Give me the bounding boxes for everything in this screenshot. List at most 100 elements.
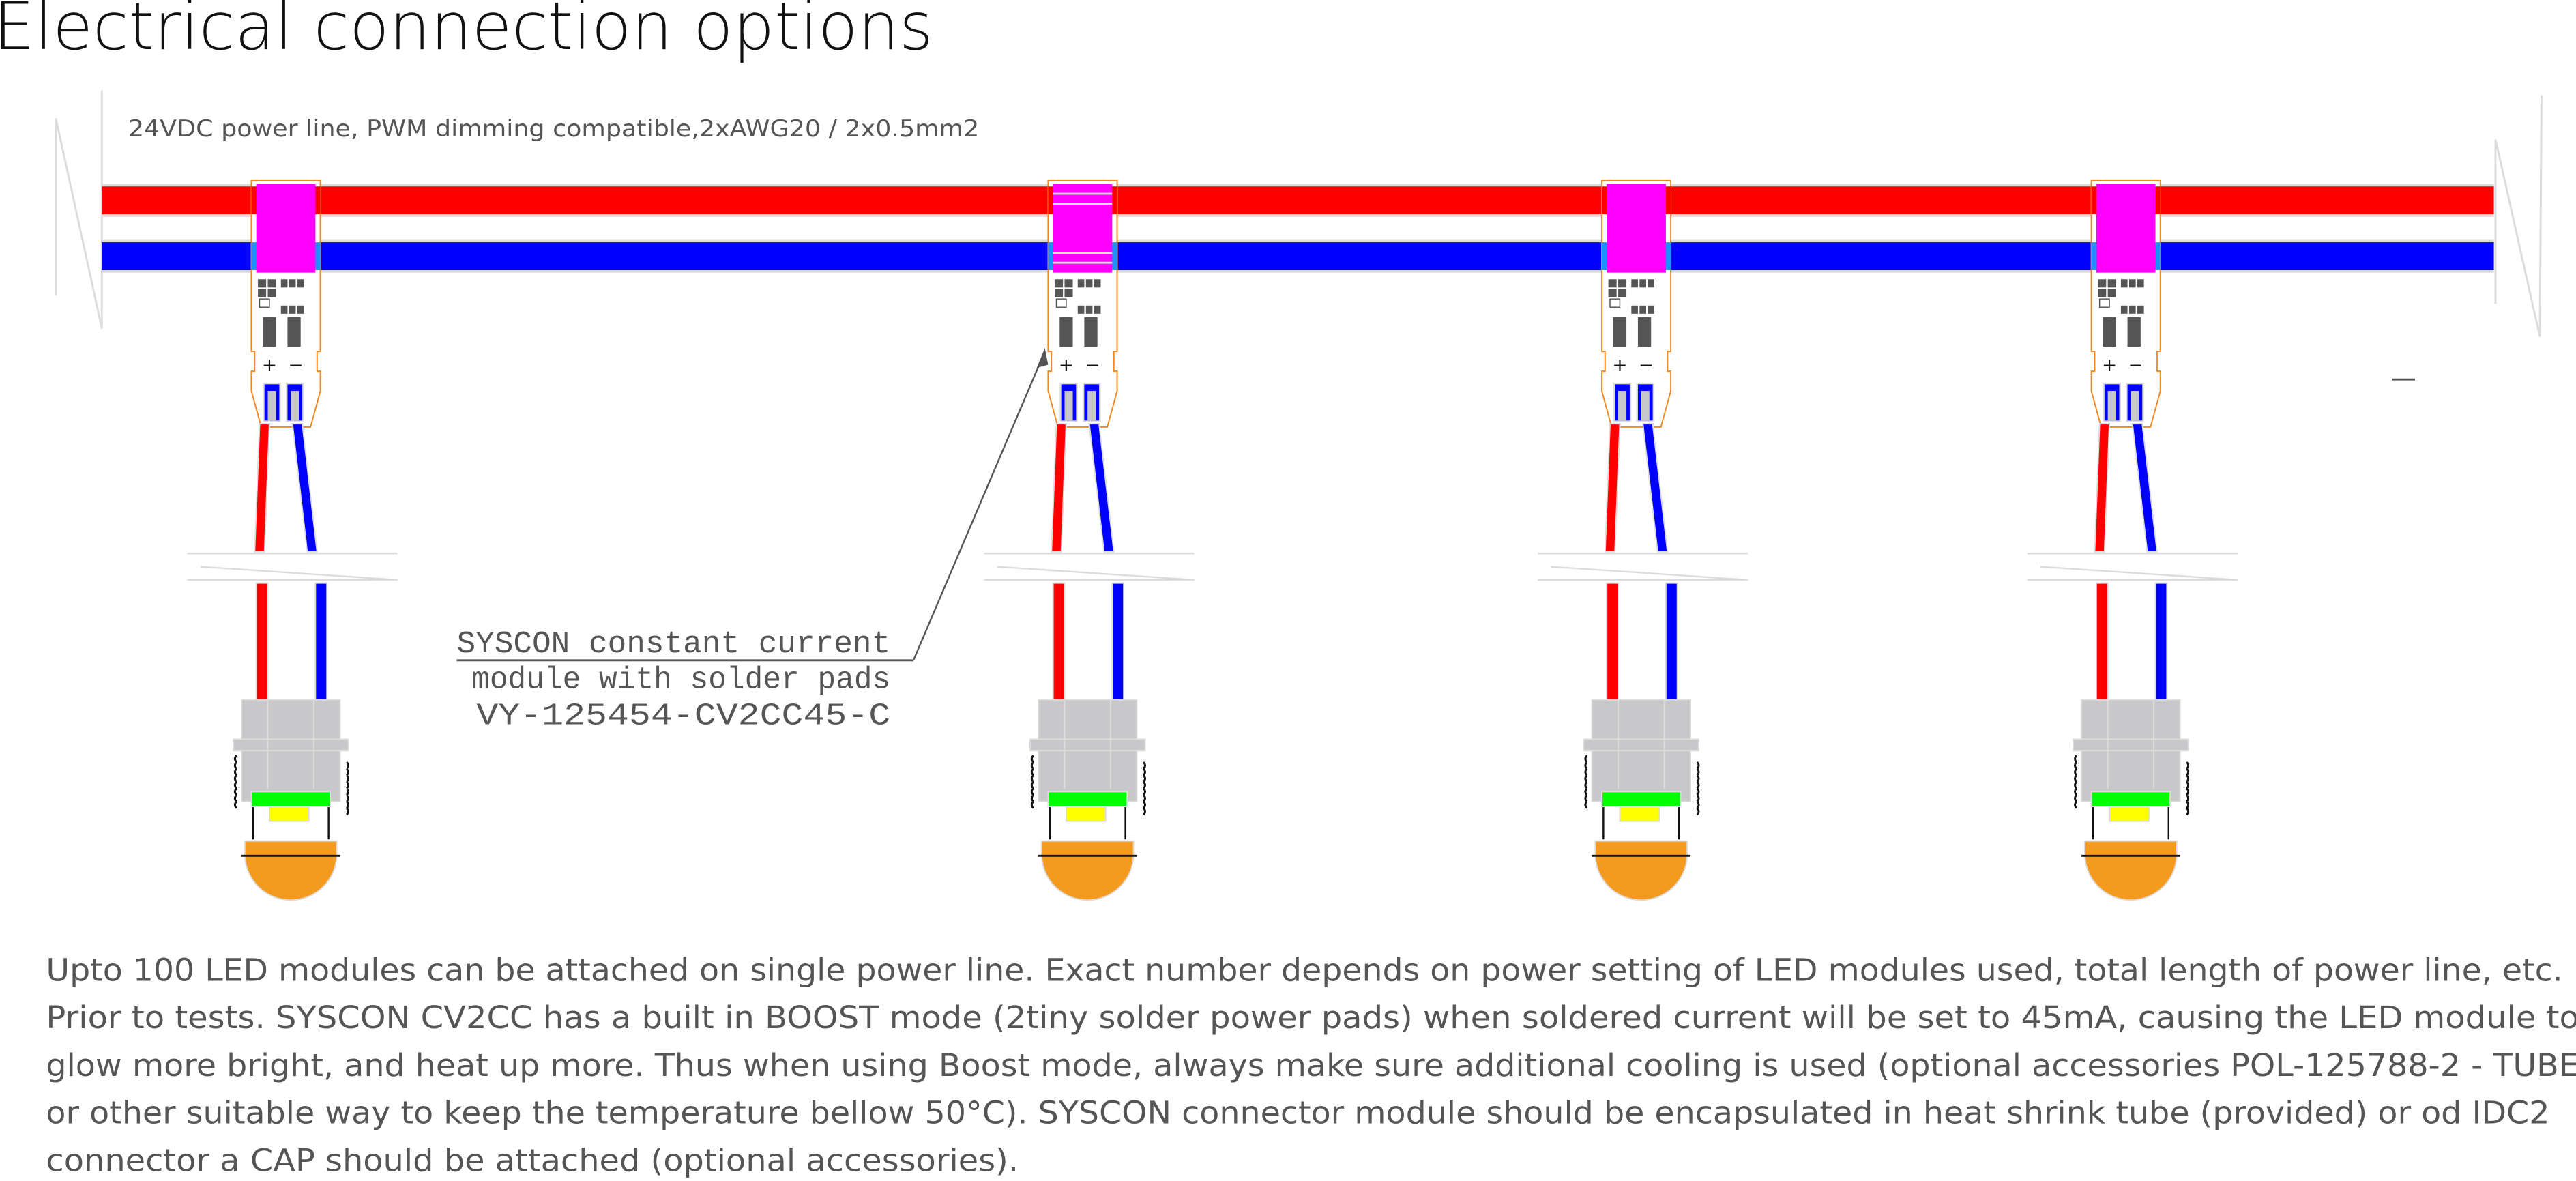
smd-component [2107, 279, 2116, 288]
description-paragraph: Upto 100 LED modules can be attached on … [46, 952, 2576, 1178]
smd-component [1637, 317, 1652, 347]
page-title: Electrical connection options [0, 0, 933, 65]
thread-icon [1696, 761, 1700, 816]
smd-component [280, 279, 288, 288]
smd-component [2127, 317, 2141, 347]
solder-tab-core [2131, 390, 2139, 421]
smd-component [280, 305, 288, 314]
lower-positive-wire [2095, 582, 2109, 705]
smd-component [1055, 298, 1067, 308]
smd-component [2103, 317, 2116, 347]
callout-arrowhead-icon [1036, 348, 1049, 368]
drop-negative-wire [1642, 423, 1669, 553]
led-dome [2083, 840, 2178, 901]
led-board [1047, 791, 1128, 808]
lower-negative-wire [314, 582, 328, 705]
smd-component [1648, 305, 1655, 314]
smd-component [1608, 289, 1617, 297]
smd-component [1085, 305, 1093, 314]
smd-component [1639, 305, 1646, 314]
smd-component [2107, 289, 2116, 297]
wire-break-icon [1551, 566, 1748, 581]
lower-negative-wire [1111, 582, 1125, 705]
smd-component [297, 305, 304, 314]
smd-component [2128, 279, 2136, 288]
callout-leader-line [912, 351, 1046, 661]
smd-component [2098, 279, 2107, 288]
minus-pad-label: − [288, 355, 303, 376]
smd-component [1631, 305, 1638, 314]
wire-break-left-icon [55, 90, 103, 329]
smd-component [1077, 279, 1085, 288]
smd-component [267, 279, 276, 288]
wire-break-icon [200, 566, 398, 581]
led-chip [1619, 806, 1660, 822]
smd-component [1055, 289, 1064, 297]
smd-component [263, 317, 276, 347]
led-housing-flange [2073, 738, 2189, 752]
drop-positive-wire [254, 423, 270, 553]
led-housing-flange [1029, 738, 1146, 752]
smd-component [258, 289, 267, 297]
solder-tab-core [2107, 390, 2116, 421]
smd-component [1055, 279, 1064, 288]
solder-tab-core [291, 390, 299, 421]
smd-component [1085, 279, 1093, 288]
led-board [2090, 791, 2171, 808]
smd-component [1084, 317, 1098, 347]
smd-component [2098, 298, 2110, 308]
drop-negative-wire [2131, 423, 2158, 553]
plus-pad-label: + [262, 355, 277, 376]
drop-positive-wire [2094, 423, 2111, 553]
led-board [250, 791, 332, 808]
lower-negative-wire [2154, 582, 2168, 705]
led-module: +− [984, 179, 1195, 901]
thread-icon [2074, 755, 2077, 809]
thread-icon [1143, 761, 1146, 816]
solder-tab-core [1618, 390, 1627, 421]
smd-component [1064, 279, 1073, 288]
led-module: +− [1538, 179, 1748, 901]
smd-component [1059, 317, 1073, 347]
smd-component [289, 279, 296, 288]
wire-break-icon [2040, 566, 2238, 581]
thread-icon [346, 761, 349, 816]
drop-positive-wire [1051, 423, 1067, 553]
led-module: +− [2027, 179, 2238, 901]
smd-component [2098, 289, 2107, 297]
led-board [1600, 791, 1682, 808]
callout-line-1: SYSCON constant current [456, 626, 890, 662]
smd-component [267, 289, 276, 297]
idc-connector [1607, 184, 1666, 273]
smd-component [258, 279, 267, 288]
smd-component [1064, 289, 1073, 297]
smd-component [1094, 279, 1101, 288]
smd-component [1618, 279, 1627, 288]
led-housing-flange [1583, 738, 1700, 752]
thread-icon [2186, 761, 2190, 816]
thread-icon [1584, 755, 1588, 809]
idc-connector [2096, 184, 2156, 273]
smd-component [2120, 279, 2128, 288]
smd-component [1648, 279, 1655, 288]
callout-line-3: VY-125454-CV2CC45-C [476, 699, 890, 734]
smd-component [297, 279, 304, 288]
solder-tab-core [267, 390, 276, 421]
smd-component [1618, 289, 1627, 297]
description-line: connector a CAP should be attached (opti… [46, 1143, 1019, 1179]
plus-pad-label: + [2102, 355, 2117, 376]
led-chip [1065, 806, 1107, 822]
led-housing-flange [232, 738, 349, 752]
smd-component [1639, 279, 1646, 288]
led-dome [1594, 840, 1688, 901]
lower-positive-wire [255, 582, 269, 705]
thread-icon [233, 755, 237, 809]
idc-connector [256, 184, 316, 273]
smd-component [1631, 279, 1638, 288]
solder-tab-core [1641, 390, 1650, 421]
description-line: or other suitable way to keep the temper… [46, 1095, 2549, 1131]
module-callout: SYSCON constant current module with sold… [456, 348, 1049, 734]
smd-component [2128, 305, 2136, 314]
smd-component [2137, 305, 2144, 314]
